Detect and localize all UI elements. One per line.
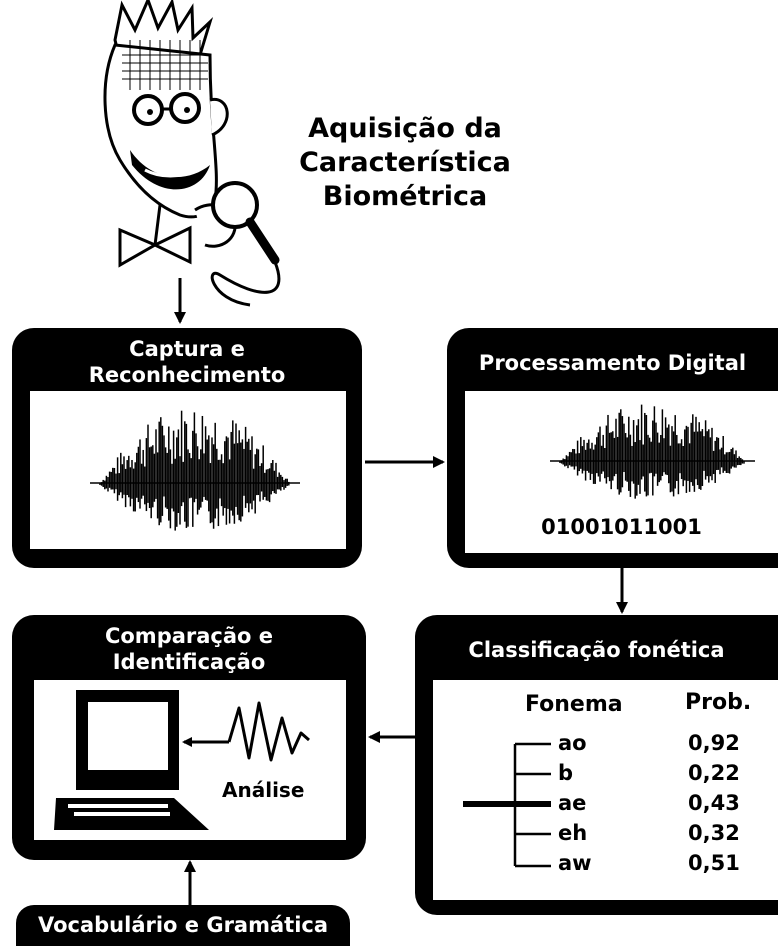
panel-classification: Classificação fonética Fonema Prob. ao b… <box>415 615 778 915</box>
capture-title-line-2: Reconhecimento <box>88 363 286 387</box>
classification-title: Classificação fonética <box>468 638 725 662</box>
prob-ao: 0,92 <box>688 731 740 755</box>
title-line-2: Característica <box>299 147 511 178</box>
computer-monitor-icon <box>54 690 209 830</box>
vocabulary-grammar-label: Vocabulário e Gramática <box>37 913 329 937</box>
panel-processing: Processamento Digital 01001011001 <box>447 328 778 568</box>
prob-aw: 0,51 <box>688 851 740 875</box>
phoneme-ae: ae <box>558 791 587 815</box>
comparison-title-line-1: Comparação e <box>104 624 274 648</box>
comparison-title-line-2: Identificação <box>112 650 266 674</box>
analysis-label: Análise <box>222 778 305 802</box>
column-header-probability: Prob. <box>685 690 752 715</box>
column-header-phoneme: Fonema <box>525 692 623 717</box>
phoneme-ao: ao <box>558 731 587 755</box>
processed-waveform-icon <box>550 404 755 499</box>
vocabulary-grammar-box: Vocabulário e Gramática <box>16 905 350 946</box>
title-line-3: Biométrica <box>322 181 488 212</box>
prob-ae: 0,43 <box>688 791 740 815</box>
phoneme-b: b <box>558 761 574 785</box>
cartoon-person-icon <box>103 0 281 307</box>
capture-title-line-1: Captura e <box>129 337 245 361</box>
prob-b: 0,22 <box>688 761 740 785</box>
analysis-waveform-icon <box>182 701 310 762</box>
phoneme-tree <box>463 742 551 868</box>
title-line-1: Aquisição da <box>308 113 502 144</box>
phoneme-eh: eh <box>558 821 588 845</box>
speech-waveform-icon <box>90 410 300 531</box>
prob-eh: 0,32 <box>688 821 740 845</box>
panel-capture: Captura e Reconhecimento <box>12 328 362 568</box>
phoneme-aw: aw <box>558 851 592 875</box>
panel-comparison: Comparação e Identificação Análise <box>12 615 366 860</box>
processing-title: Processamento Digital <box>478 351 747 375</box>
binary-code: 01001011001 <box>541 515 702 539</box>
